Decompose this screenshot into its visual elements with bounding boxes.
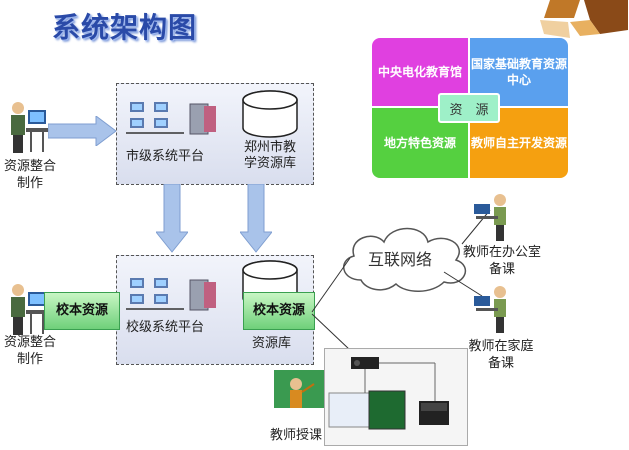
resource-national: 国家基础教育资源中心 [470, 38, 568, 106]
top-worker-label: 资源整合制作 [3, 159, 56, 191]
teacher-teaching-icon [274, 370, 324, 408]
office-teacher-label: 教师在办公室备课 [462, 245, 541, 277]
side-resource-box: 校本资源 [44, 292, 120, 330]
city-platform-label: 市级系统平台 [126, 149, 205, 164]
worker-computer-icon [11, 102, 48, 153]
network-servers-icon [126, 278, 216, 311]
page-title: 系统架构图 [52, 11, 198, 44]
internet-label: 互联网络 [368, 250, 433, 269]
arrow-down-icon [240, 184, 272, 253]
resource-center-label: 资 源 [438, 93, 500, 123]
home-teacher-label: 教师在家庭备课 [468, 339, 534, 371]
school-platform-label: 校级系统平台 [126, 320, 205, 335]
decorative-cubes-icon [540, 0, 628, 38]
teacher-home-icon [474, 286, 506, 333]
teaching-label: 教师授课 [270, 428, 323, 443]
teacher-office-icon [474, 194, 506, 241]
arrow-down-icon [156, 184, 188, 253]
school-library-label: 资源库 [252, 336, 292, 351]
worker-computer-icon [11, 284, 48, 335]
arrow-right-icon [48, 116, 117, 146]
classroom-equipment-image [324, 348, 468, 446]
bottom-worker-label: 资源整合制作 [3, 335, 56, 367]
internet-cloud-icon [343, 227, 467, 292]
school-resource-box: 校本资源 [243, 292, 315, 330]
city-database-icon [242, 90, 298, 138]
city-library-label: 郑州市教学资源库 [243, 140, 296, 171]
resource-quadrant: 中央电化教育馆 国家基础教育资源中心 地方特色资源 教师自主开发资源 资 源 [372, 38, 568, 178]
network-servers-icon [126, 102, 216, 135]
